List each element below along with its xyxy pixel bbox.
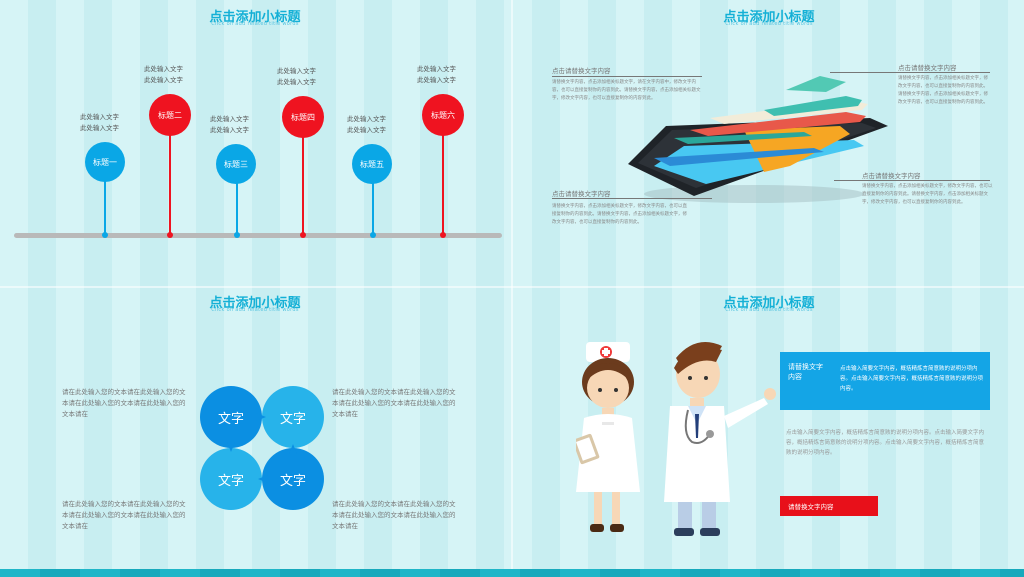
paragraph-top-left: 请在此处输入您的文本请在此处输入您的文本请在此处输入您的文本请在此处输入您的文本… [62, 388, 186, 418]
node-stem [169, 130, 171, 234]
callout-body: 请替换文字内容，点击添加相关标题文字，请在文字内容中，修改文字内容，也可以直接复… [552, 80, 701, 101]
node-text-6b: 此处输入文字 [417, 76, 456, 84]
node-text-4a: 此处输入文字 [277, 67, 316, 75]
timeline-track [14, 233, 502, 238]
node-stem [442, 130, 444, 234]
slide-timeline[interactable]: 点击添加小标题 Click on add related title words… [0, 0, 510, 286]
info-box-label: 请替换文字内容 [788, 363, 823, 381]
node-circle-3[interactable]: 标题三 [216, 144, 256, 184]
node-text-6a: 此处输入文字 [417, 65, 456, 73]
nurse-illustration [576, 342, 640, 532]
slide-bubbles[interactable]: 点击添加小标题 Click on add related title words… [0, 290, 510, 576]
callout-body: 请替换文字内容，点击添加相关标题文字，修改文字内容，也可以直接复制你的内容到此。… [898, 76, 988, 105]
tablet-illustration [628, 76, 888, 203]
node-stem [302, 132, 304, 234]
node-text-1b: 此处输入文字 [80, 124, 119, 132]
slide-title: 点击添加小标题 [723, 296, 815, 311]
paragraph-top-right: 请在此处输入您的文本请在此处输入您的文本请在此处输入您的文本请在此处输入您的文本… [332, 388, 456, 418]
slide-subtitle: Click on add related title words [725, 21, 813, 27]
callout-leader-line [552, 198, 712, 199]
node-text-3b: 此处输入文字 [210, 126, 249, 134]
horizontal-divider [0, 286, 1024, 288]
callout-heading: 点击请替换文字内容 [552, 67, 611, 75]
node-dot [102, 232, 108, 238]
node-text-2b: 此处输入文字 [144, 76, 183, 84]
vertical-divider [511, 0, 513, 577]
callout-leader-line [834, 180, 990, 181]
doctor-illustration [664, 342, 776, 536]
paragraph-bottom-left: 请在此处输入您的文本请在此处输入您的文本请在此处输入您的文本请在此处输入您的文本… [62, 500, 186, 530]
red-label-button[interactable]: 请替换文字内容 [780, 496, 878, 516]
callout-heading: 点击请替换文字内容 [898, 64, 957, 72]
slide-subtitle: Click on add related title words [725, 307, 813, 313]
bubble-4[interactable]: 文字 [262, 448, 324, 510]
node-circle-2[interactable]: 标题二 [149, 94, 191, 136]
slide-title: 点击添加小标题 [209, 10, 301, 25]
slide-title: 点击添加小标题 [723, 10, 815, 25]
node-text-1a: 此处输入文字 [80, 113, 119, 121]
node-stem [372, 178, 374, 234]
callout-body: 请替换文字内容，点击添加相关标题文字，修改文字内容，也可以直接复制你的内容到此。… [862, 184, 993, 205]
node-dot [167, 232, 173, 238]
slide-subtitle: Click on add related title words [211, 21, 299, 27]
node-stem [236, 178, 238, 234]
callout-body: 请替换文字内容，点击添加相关标题文字，修改文字内容，也可以直接复制你的内容到此。… [552, 204, 687, 225]
node-circle-4[interactable]: 标题四 [282, 96, 324, 138]
node-circle-1[interactable]: 标题一 [85, 142, 125, 182]
slide-title: 点击添加小标题 [209, 296, 301, 311]
bubble-1[interactable]: 文字 [200, 386, 262, 448]
node-text-2a: 此处输入文字 [144, 65, 183, 73]
node-stem [104, 170, 106, 234]
node-dot [440, 232, 446, 238]
bubble-connectors [227, 413, 297, 483]
slide-subtitle: Click on add related title words [211, 307, 299, 313]
node-text-5a: 此处输入文字 [347, 115, 386, 123]
info-box-text: 点击输入简要文字内容，概括精炼言简意赅的说明分项内容。点击输入简要文字内容，概括… [840, 366, 984, 392]
bubble-2[interactable]: 文字 [262, 386, 324, 448]
bubble-3[interactable]: 文字 [200, 448, 262, 510]
node-text-5b: 此处输入文字 [347, 126, 386, 134]
slide-tablet[interactable]: 点击添加小标题 Click on add related title words… [514, 0, 1024, 286]
node-dot [300, 232, 306, 238]
slide-medical[interactable]: 点击添加小标题 Click on add related title words [514, 290, 1024, 576]
callout-leader-line [552, 76, 702, 77]
node-text-3a: 此处输入文字 [210, 115, 249, 123]
node-circle-6[interactable]: 标题六 [422, 94, 464, 136]
callout-heading: 点击请替换文字内容 [552, 190, 611, 198]
callout-leader-line [830, 72, 990, 73]
footer-bar [0, 569, 1024, 577]
callout-heading: 点击请替换文字内容 [862, 172, 921, 180]
node-text-4b: 此处输入文字 [277, 78, 316, 86]
paragraph-bottom-right: 请在此处输入您的文本请在此处输入您的文本请在此处输入您的文本请在此处输入您的文本… [332, 500, 456, 530]
node-dot [234, 232, 240, 238]
node-dot [370, 232, 376, 238]
red-label-text: 请替换文字内容 [788, 503, 834, 511]
info-body-text: 点击输入简要文字内容，概括精炼言简意赅的说明分项内容。点击输入简要文字内容，概括… [786, 430, 985, 456]
node-circle-5[interactable]: 标题五 [352, 144, 392, 184]
info-box [780, 352, 990, 410]
